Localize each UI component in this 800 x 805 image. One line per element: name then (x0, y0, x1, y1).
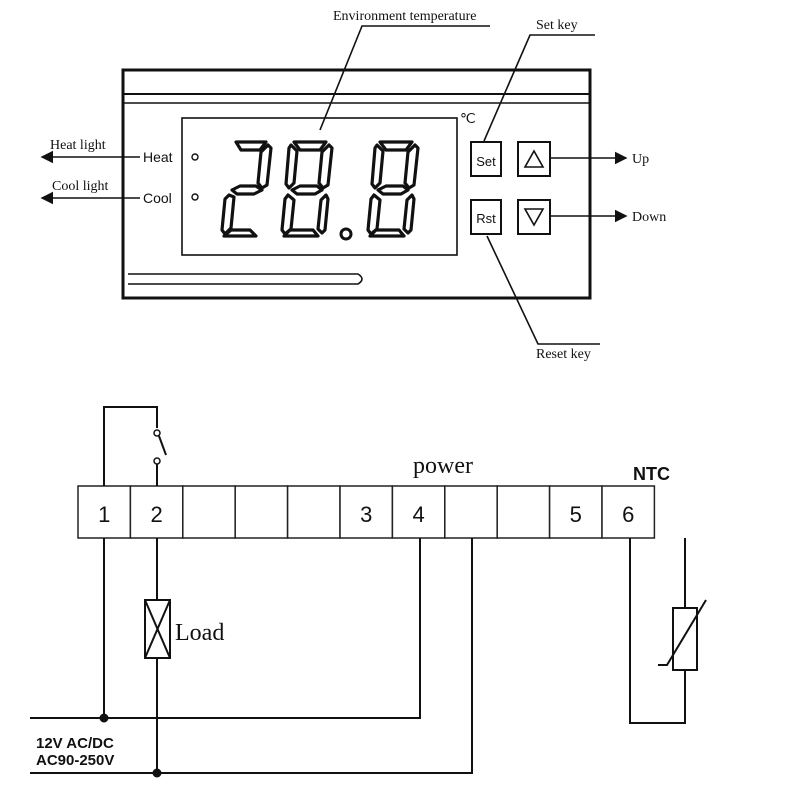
callout-cool-light: Cool light (52, 179, 109, 194)
supply-label-line2: AC90-250V (36, 752, 114, 769)
callout-environment-temperature: Environment temperature (333, 9, 476, 24)
callout-set-key: Set key (536, 18, 578, 33)
heat-label: Heat (143, 149, 173, 165)
temperature-display (220, 140, 420, 241)
terminal-number: 4 (412, 502, 424, 527)
decimal-point (339, 227, 353, 241)
terminal-number: 3 (360, 502, 372, 527)
terminal-cell (286, 485, 341, 539)
power-label: power (413, 453, 473, 479)
panel-bottom-slot (128, 273, 363, 285)
up-button[interactable] (517, 141, 551, 177)
set-button[interactable]: Set (470, 141, 502, 177)
relay-loop-wire (103, 406, 158, 486)
triangle-down-icon (523, 208, 545, 227)
supply-line-lower (30, 538, 473, 774)
digit-8-second (366, 140, 420, 238)
thermostat-panel: ℃ (121, 68, 592, 300)
set-button-label: Set (476, 154, 496, 169)
triangle-up-icon (523, 149, 545, 168)
junction-node-1 (99, 713, 109, 723)
callout-down: Down (632, 210, 666, 225)
load-label: Load (175, 620, 224, 646)
digit-2 (220, 140, 273, 238)
relay-contact-top (153, 429, 161, 437)
junction-node-2 (152, 768, 162, 778)
down-button[interactable] (517, 199, 551, 235)
terminal-cell (496, 485, 551, 539)
relay-switch-blade (158, 435, 167, 456)
terminal-cell (444, 485, 498, 539)
thermistor-symbol (658, 599, 707, 666)
unit-label: ℃ (460, 112, 476, 127)
terminal-cell (391, 485, 446, 539)
callout-reset-key: Reset key (536, 347, 591, 362)
terminal-cell (234, 485, 289, 539)
callout-line-reset-key (486, 235, 600, 345)
callout-line-set-key (483, 34, 595, 142)
supply-label-line1: 12V AC/DC (36, 735, 114, 752)
digit-8 (280, 140, 334, 238)
load-component (144, 599, 171, 659)
heat-led (191, 153, 199, 161)
terminal-cell (339, 485, 394, 539)
wiring-diagram: 1 2 3 4 5 6 power NTC Load 12V AC/DC AC90-250… (30, 406, 707, 778)
terminal-number: 1 (98, 502, 110, 527)
rst-button[interactable]: Rst (470, 199, 502, 235)
supply-line-upper (30, 538, 421, 719)
rst-button-label: Rst (476, 211, 496, 226)
terminal-number: 5 (570, 502, 582, 527)
thermistor-body (672, 607, 698, 671)
thermistor-component (658, 599, 707, 671)
terminal-cell (182, 485, 236, 539)
callout-heat-light: Heat light (50, 138, 106, 153)
ntc-label: NTC (633, 464, 670, 484)
callout-up: Up (632, 152, 649, 167)
terminal-cell (129, 485, 184, 539)
terminal-cell (548, 485, 603, 539)
cool-label: Cool (143, 190, 172, 206)
cool-led (191, 193, 199, 201)
relay-contact-bottom (153, 457, 161, 465)
callout-line-environment (319, 25, 490, 131)
terminal-strip: 1 2 3 4 5 6 (77, 485, 656, 539)
terminal-number: 6 (622, 502, 634, 527)
terminal-number: 2 (150, 502, 162, 527)
ntc-loop-wire (629, 538, 686, 724)
terminal-cell (601, 485, 656, 539)
panel-callouts: Environment temperature Set key Heat lig… (40, 9, 666, 362)
